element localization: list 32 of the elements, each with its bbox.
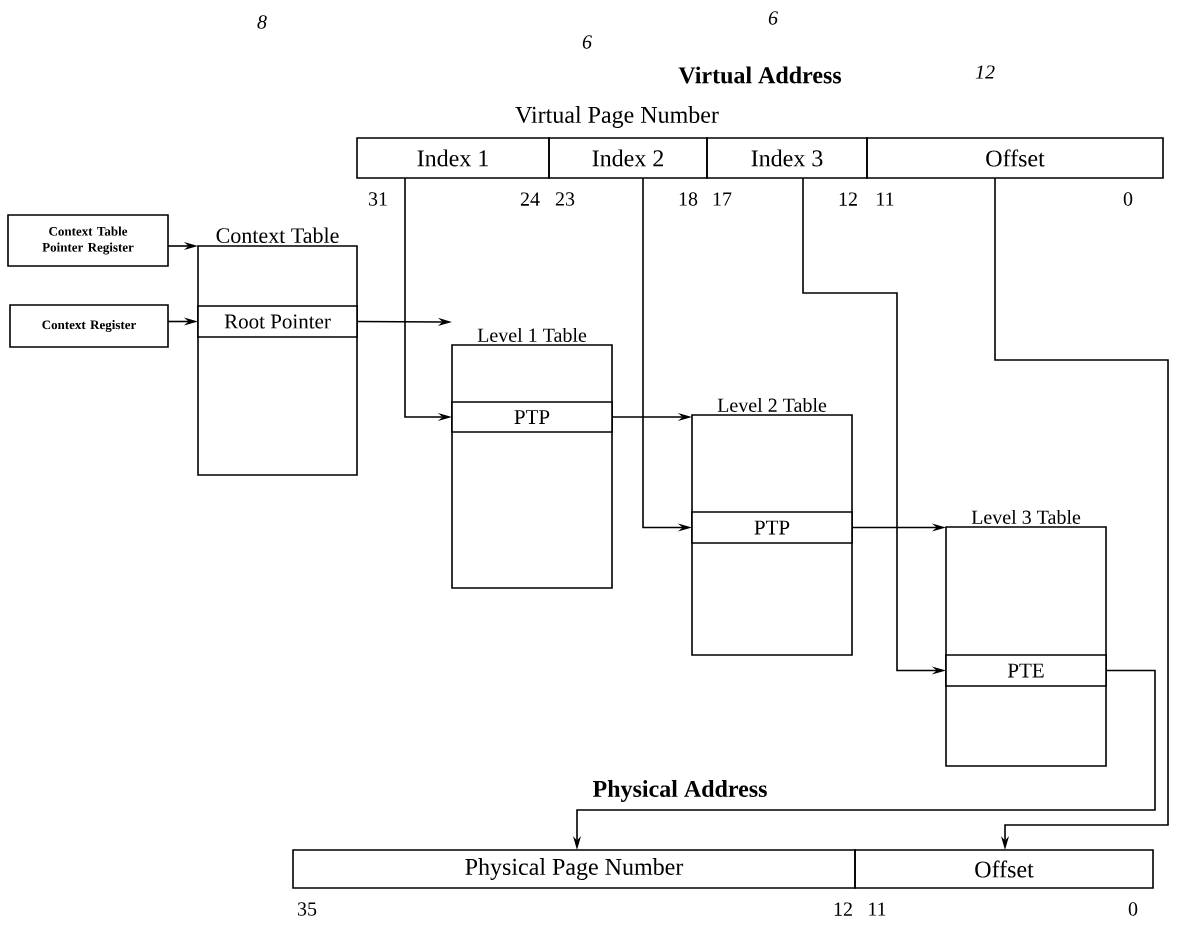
handwritten-number: 6	[768, 11, 778, 25]
bit-number: 18	[679, 192, 698, 206]
register-field: Index 1	[356, 137, 550, 179]
register-field: Offset	[866, 137, 1164, 179]
register-box: Context Table Pointer Register	[7, 214, 169, 267]
table-entry: Root Pointer	[197, 305, 358, 338]
bit-number: 11	[877, 192, 894, 206]
register-field: Index 3	[706, 137, 868, 179]
bit-number: 11	[869, 902, 886, 916]
node-label: Context Table	[216, 227, 339, 244]
node-label: Level 1 Table	[477, 327, 587, 342]
node-label: Level 2 Table	[717, 397, 827, 412]
handwritten-number: 12	[975, 65, 995, 79]
register-box: Context Register	[9, 304, 169, 348]
handwritten-number: 8	[257, 15, 267, 29]
register-field: Offset	[854, 849, 1154, 889]
handwritten-number: 6	[582, 35, 592, 49]
bit-number: 31	[368, 192, 387, 206]
bit-number: 12	[839, 192, 857, 206]
address-title: Physical Address	[592, 780, 767, 802]
register-field: Index 2	[548, 137, 708, 179]
node-label: Level 3 Table	[971, 509, 1081, 524]
bit-number: 12	[834, 902, 852, 916]
address-title: Virtual Address	[678, 66, 842, 84]
bit-number: 17	[713, 192, 732, 206]
bit-number: 24	[520, 192, 540, 206]
register-field: Physical Page Number	[292, 849, 856, 889]
field-group-title: Virtual Page Number	[515, 106, 719, 128]
bit-number: 23	[555, 192, 575, 206]
table-entry: PTE	[945, 654, 1107, 687]
table-entry: PTP	[451, 401, 613, 433]
table-entry: PTP	[691, 511, 853, 544]
